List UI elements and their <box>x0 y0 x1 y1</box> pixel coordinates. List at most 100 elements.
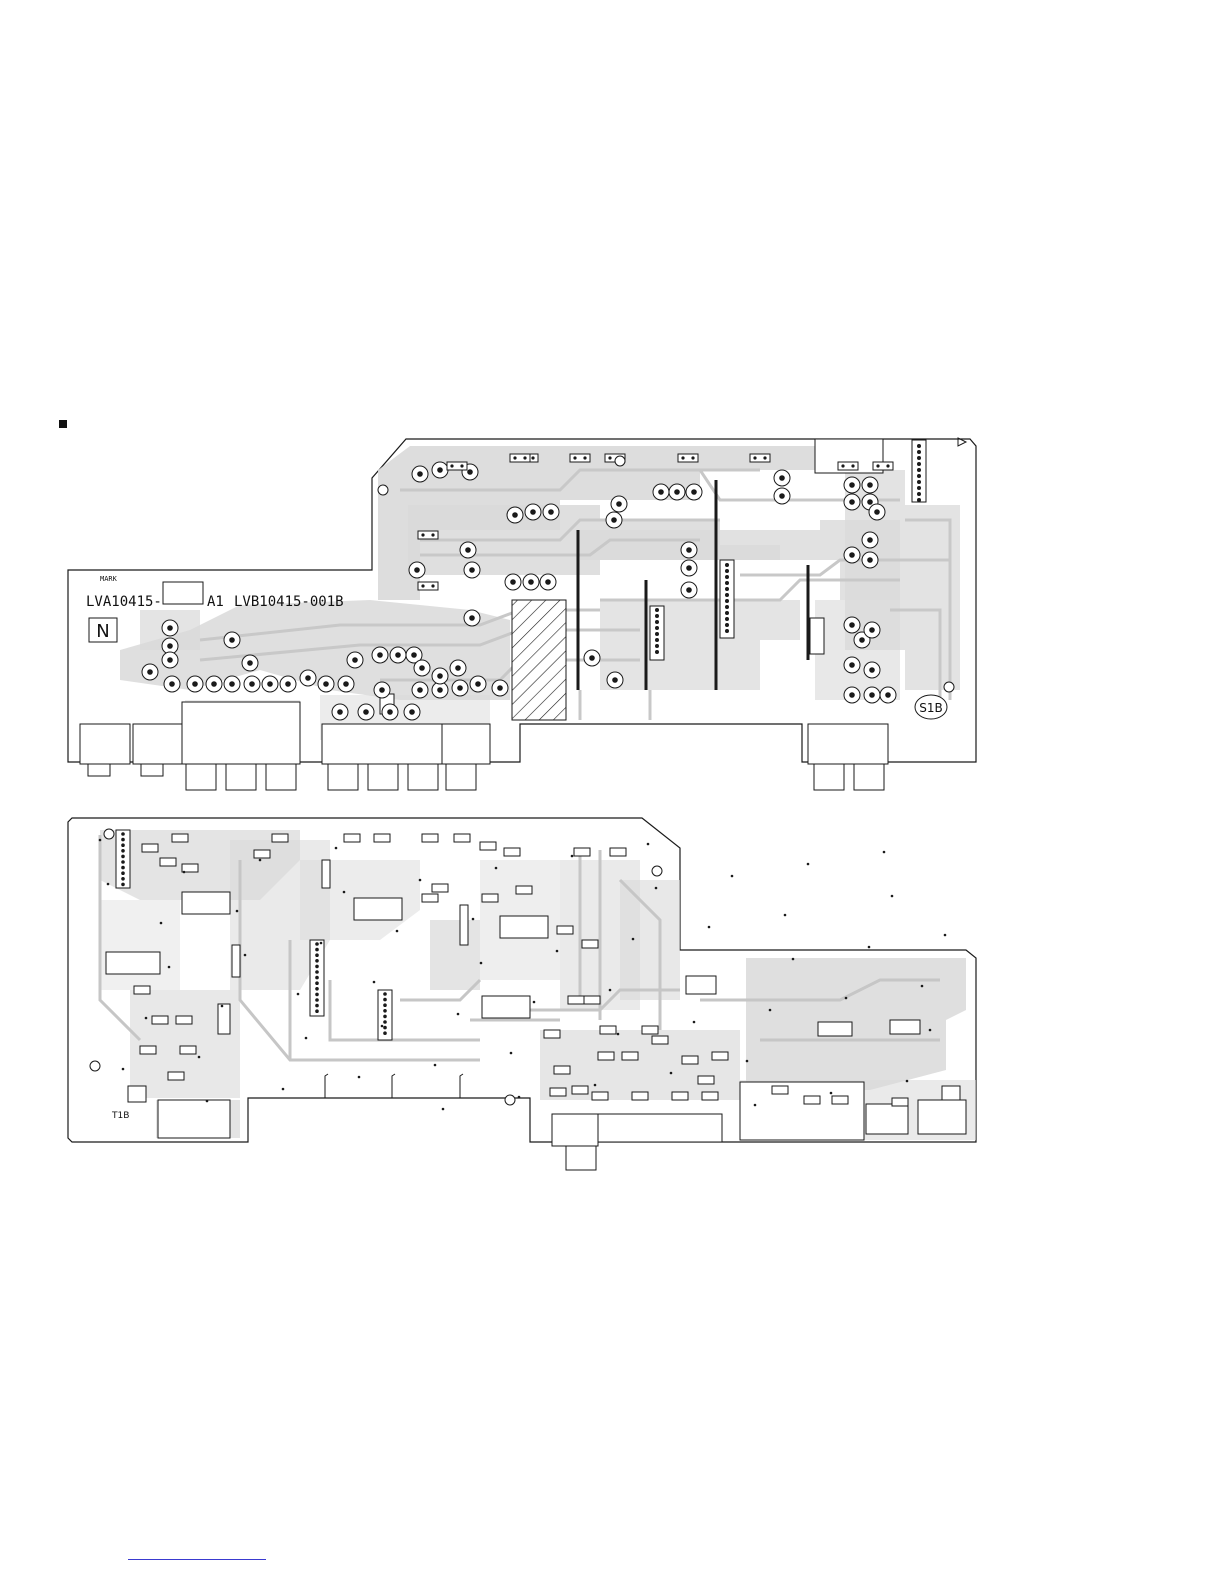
component <box>176 1016 192 1024</box>
capacitor-pad <box>849 662 855 668</box>
pad <box>876 464 879 467</box>
capacitor-pad <box>323 681 329 687</box>
via <box>145 1017 148 1020</box>
capacitor-pad <box>437 687 443 693</box>
via <box>693 1021 696 1024</box>
capacitor-pad <box>548 509 554 515</box>
capacitor-pad <box>409 709 415 715</box>
via <box>297 993 300 996</box>
via <box>746 1060 749 1063</box>
component <box>550 1088 566 1096</box>
component <box>422 834 438 842</box>
pin <box>655 620 659 624</box>
pin <box>121 877 125 881</box>
via <box>343 891 346 894</box>
capacitor-pad <box>510 579 516 585</box>
capacitor-pad <box>467 469 473 475</box>
capacitor-pad <box>611 517 617 523</box>
via <box>731 875 734 878</box>
pin <box>917 474 921 478</box>
pin <box>315 965 319 969</box>
pin <box>725 629 729 633</box>
via <box>845 997 848 1000</box>
via <box>594 1084 597 1087</box>
capacitor-pad <box>211 681 217 687</box>
component <box>142 844 158 852</box>
pin <box>725 617 729 621</box>
component <box>554 1066 570 1074</box>
capacitor-pad <box>849 482 855 488</box>
component <box>432 884 448 892</box>
component <box>516 886 532 894</box>
capacitor-pad <box>658 489 664 495</box>
via <box>107 883 110 886</box>
capacitor-pad <box>867 499 873 505</box>
component <box>574 848 590 856</box>
via <box>944 934 947 937</box>
ic-chip <box>500 916 548 938</box>
capacitor-pad <box>686 565 692 571</box>
component <box>172 834 188 842</box>
component <box>168 1072 184 1080</box>
capacitor-pad <box>885 692 891 698</box>
pin <box>917 468 921 472</box>
pin <box>725 605 729 609</box>
pin <box>121 838 125 842</box>
component <box>568 996 584 1004</box>
via <box>868 946 871 949</box>
via <box>510 1052 513 1055</box>
board-code-label: LVB10415-001B <box>234 594 344 610</box>
pin <box>725 569 729 573</box>
via <box>495 867 498 870</box>
pin <box>655 632 659 636</box>
via <box>419 879 422 882</box>
via <box>198 1056 201 1059</box>
via <box>282 1088 285 1091</box>
capacitor-pad <box>469 567 475 573</box>
component <box>682 1056 698 1064</box>
capacitor-pad <box>674 489 680 495</box>
capacitor-pad <box>869 627 875 633</box>
capacitor-pad <box>686 547 692 553</box>
capacitor-pad <box>147 669 153 675</box>
pin <box>383 1015 387 1019</box>
component <box>610 848 626 856</box>
capacitor-pad <box>874 509 880 515</box>
mark-label: MARK <box>100 575 118 583</box>
via <box>754 1104 757 1107</box>
via <box>830 1092 833 1095</box>
via <box>792 958 795 961</box>
via <box>472 918 475 921</box>
capacitor-pad <box>363 709 369 715</box>
ic-chip <box>354 898 402 920</box>
capacitor-pad <box>247 660 253 666</box>
via <box>206 1100 209 1103</box>
pin <box>315 942 319 946</box>
part-number-label: LVA10415- <box>86 594 162 610</box>
component <box>712 1052 728 1060</box>
capacitor-pad <box>419 665 425 671</box>
capacitor-pad <box>267 681 273 687</box>
pin <box>655 614 659 618</box>
via <box>221 1005 224 1008</box>
pin <box>315 998 319 1002</box>
component <box>873 462 893 470</box>
pin <box>121 866 125 870</box>
capacitor-pad <box>387 709 393 715</box>
capacitor-pad <box>457 685 463 691</box>
pad <box>421 584 424 587</box>
pin <box>315 993 319 997</box>
pad <box>450 464 453 467</box>
component <box>572 1086 588 1094</box>
pin <box>121 849 125 853</box>
component <box>622 1052 638 1060</box>
pin <box>315 959 319 963</box>
component <box>374 834 390 842</box>
capacitor-pad <box>169 681 175 687</box>
component <box>600 1026 616 1034</box>
component <box>584 996 600 1004</box>
pin <box>725 581 729 585</box>
pad <box>513 456 516 459</box>
pin <box>725 611 729 615</box>
